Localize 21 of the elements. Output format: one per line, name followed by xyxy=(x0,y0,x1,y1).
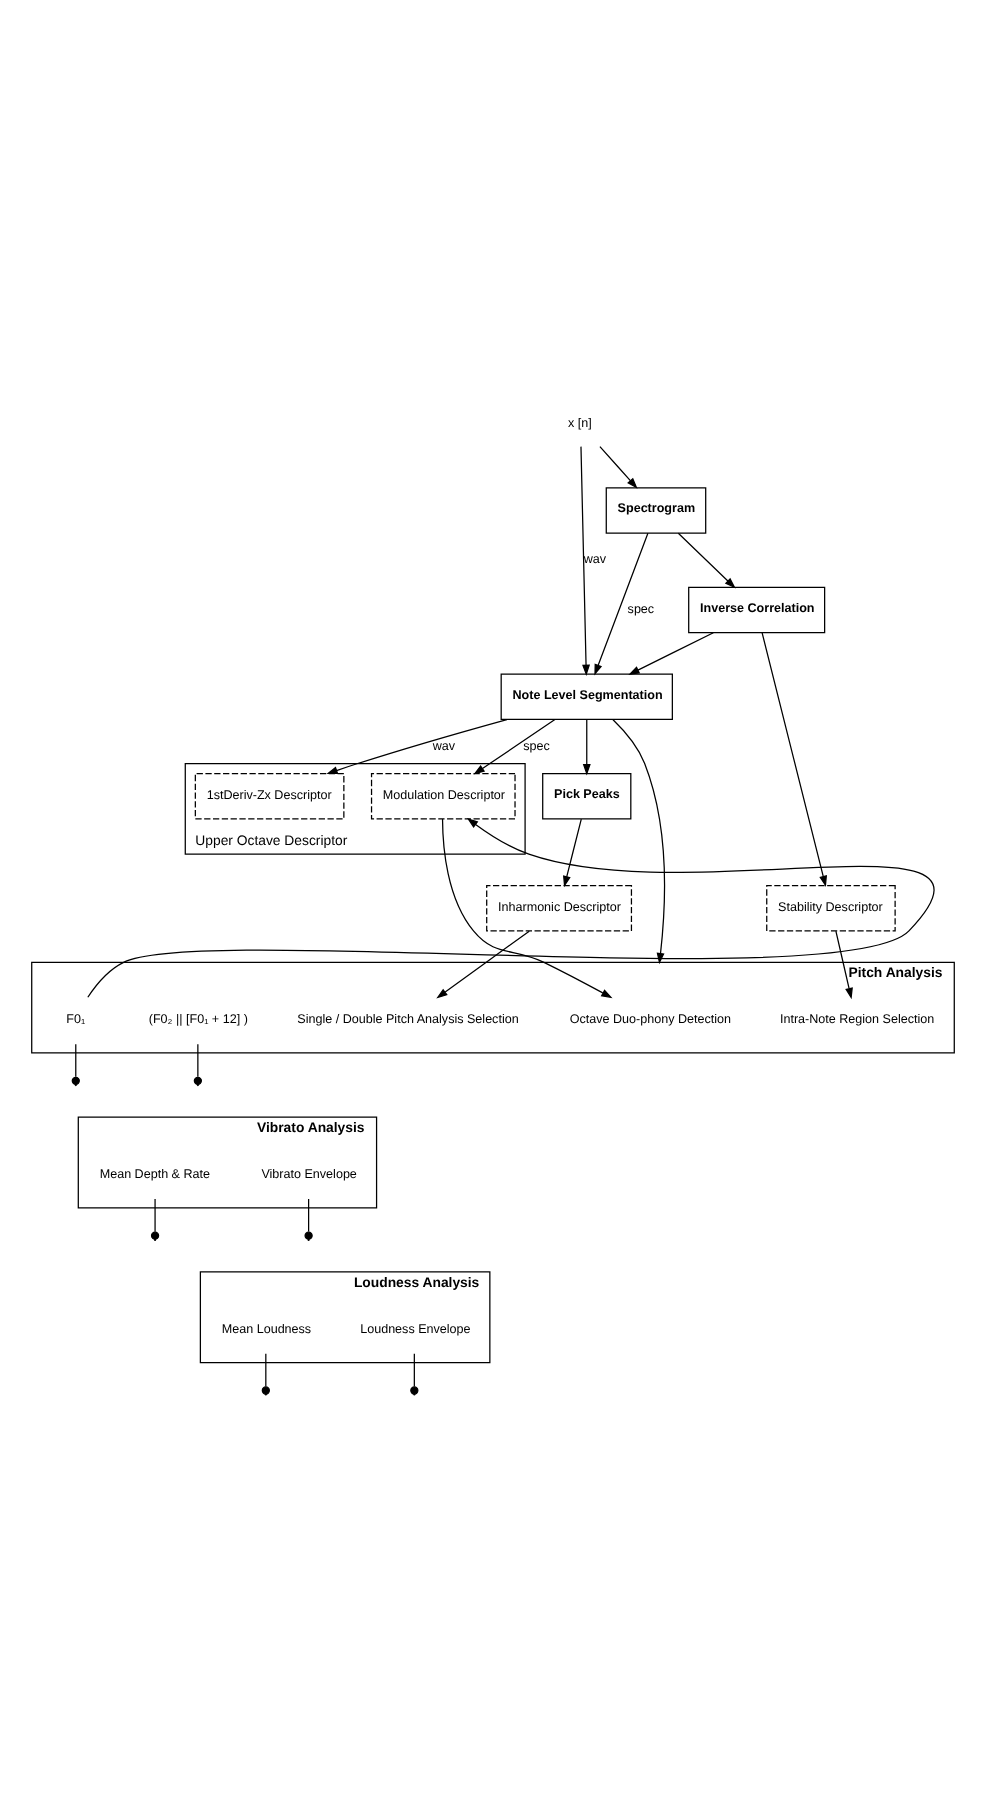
arrow xyxy=(436,929,530,998)
arrow xyxy=(677,531,736,588)
connector xyxy=(413,1352,415,1387)
arrow xyxy=(599,445,638,488)
connector xyxy=(75,1042,77,1077)
arrow xyxy=(594,531,649,675)
connector xyxy=(308,1197,310,1232)
arrow xyxy=(326,717,508,774)
arrow xyxy=(582,717,591,775)
arrow xyxy=(441,817,613,998)
connector xyxy=(154,1197,156,1232)
arrow xyxy=(761,631,827,887)
arrow xyxy=(563,817,582,887)
arrow xyxy=(87,816,935,997)
connector xyxy=(265,1352,267,1387)
connector xyxy=(197,1042,199,1077)
arrow xyxy=(835,929,853,999)
arrow xyxy=(473,717,556,774)
arrow xyxy=(628,631,714,674)
arrow xyxy=(580,445,590,676)
arrow xyxy=(612,717,665,964)
